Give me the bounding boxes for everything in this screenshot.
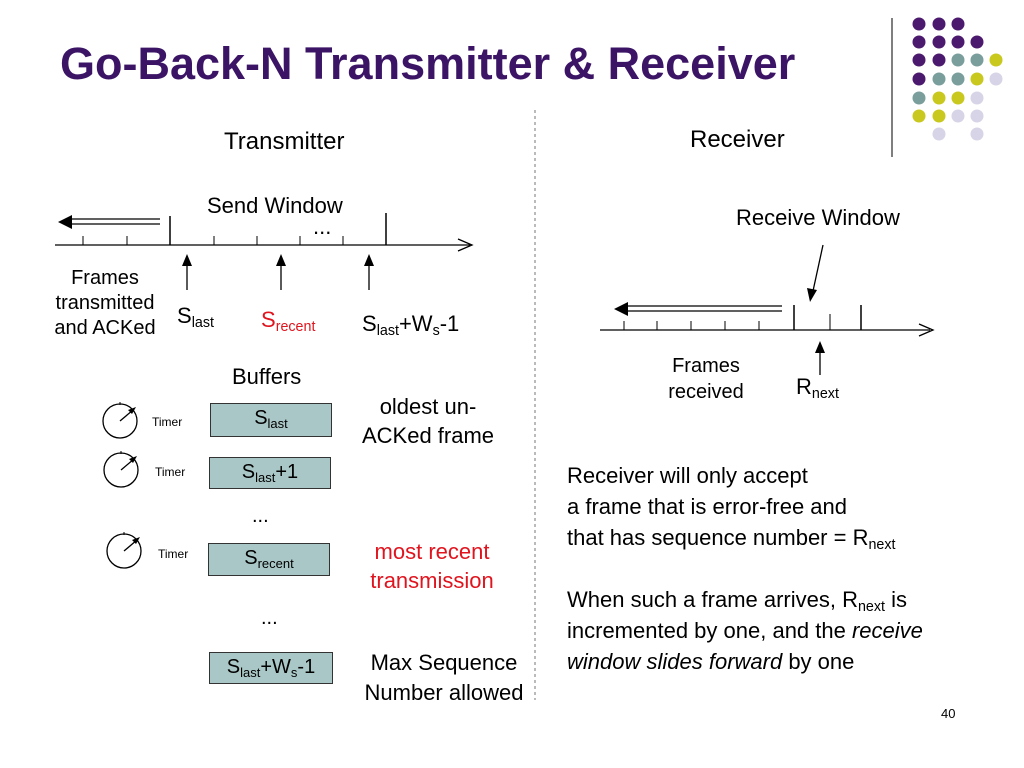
- receiver-timeline: [600, 244, 935, 375]
- decorative-dots: [912, 17, 1003, 141]
- frames-received-label: Frames received: [668, 355, 744, 403]
- stopwatch-icon: [102, 402, 138, 439]
- s-last-label: Slast: [177, 303, 214, 331]
- ellipsis-low: ...: [261, 607, 278, 629]
- timer-label: Timer: [152, 415, 183, 429]
- oldest-unacked-label: oldest un- ACKed frame: [361, 394, 495, 448]
- s-recent-label: Srecent: [261, 307, 316, 335]
- buffers-heading: Buffers: [232, 364, 302, 389]
- buffer-box: Slast+Ws-1: [209, 652, 333, 684]
- s-last-plus-ws-label: Slast+Ws-1: [362, 311, 460, 339]
- receive-window-label: Receive Window: [736, 205, 900, 230]
- buffer-box: Slast: [210, 403, 332, 437]
- timer-label: Timer: [158, 547, 189, 561]
- buffer-box: Srecent: [208, 543, 330, 576]
- max-sequence-label: Max Sequence Number allowed: [364, 650, 524, 705]
- pointer-arrows: [186, 262, 370, 290]
- buffer-box: Slast+1: [209, 457, 331, 489]
- receiver-slide-text: When such a frame arrives, Rnext is incr…: [567, 587, 923, 674]
- r-next-label: Rnext: [796, 374, 839, 402]
- ellipsis-mid: ...: [252, 505, 269, 527]
- receiver-heading: Receiver: [690, 126, 785, 153]
- stopwatch-icon: [106, 532, 142, 569]
- frames-acked-label: Frames transmitted and ACKed: [54, 267, 156, 339]
- slide-number: 40: [941, 706, 956, 721]
- most-recent-label: most recent transmission: [370, 539, 494, 593]
- stopwatch-icon: [103, 451, 139, 488]
- transmitter-heading: Transmitter: [224, 128, 345, 155]
- send-window-label: Send Window: [207, 193, 343, 218]
- transmitter-timeline: [55, 213, 474, 252]
- timer-label: Timer: [155, 465, 186, 479]
- receiver-rule-text: Receiver will only accept a frame that i…: [567, 463, 896, 553]
- ellipsis-top: ...: [313, 214, 332, 239]
- page-title: Go-Back-N Transmitter & Receiver: [60, 38, 796, 89]
